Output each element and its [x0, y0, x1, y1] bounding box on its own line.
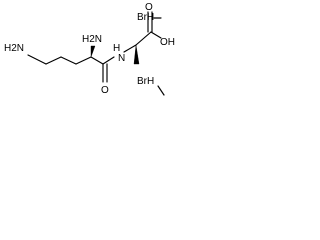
- hydroxyl-label: OH: [160, 37, 175, 48]
- bond-alpha-to-acid-carbon: [135, 31, 152, 46]
- bond-n-to-alanine-alpha: [123, 44, 137, 53]
- bond-chain-2: [60, 56, 77, 65]
- wedge-alanine-methyl: [133, 44, 140, 65]
- bond-chain-3: [75, 56, 92, 65]
- lysyl-alanine-hydrobromide-structure: H2N H2N H N O O OH BrH BrH: [4, 2, 175, 96]
- amide-oxygen-label: O: [101, 85, 109, 96]
- amide-h-label: H: [113, 43, 120, 54]
- bond-bottom-h-br: [157, 85, 165, 96]
- bond-carbonyl-to-n: [102, 56, 115, 65]
- alpha-amine-label: H2N: [82, 34, 102, 45]
- bond-acid-hydroxyl: [150, 31, 162, 39]
- bond-chain-1: [45, 56, 62, 65]
- acid-oxygen-label: O: [145, 2, 153, 13]
- chemical-structure-canvas: H2N H2N H N O O OH BrH BrH: [0, 0, 188, 116]
- amide-n-label: N: [118, 53, 125, 64]
- bond-amine-to-epsilon-carbon: [27, 54, 47, 65]
- bottom-hbr-label: BrH: [137, 76, 154, 87]
- bond-alpha-to-carbonyl: [90, 56, 104, 65]
- terminal-amine-label: H2N: [4, 43, 24, 54]
- wedge-alpha-amine: [90, 45, 96, 58]
- top-hbr-label: BrH: [137, 12, 154, 23]
